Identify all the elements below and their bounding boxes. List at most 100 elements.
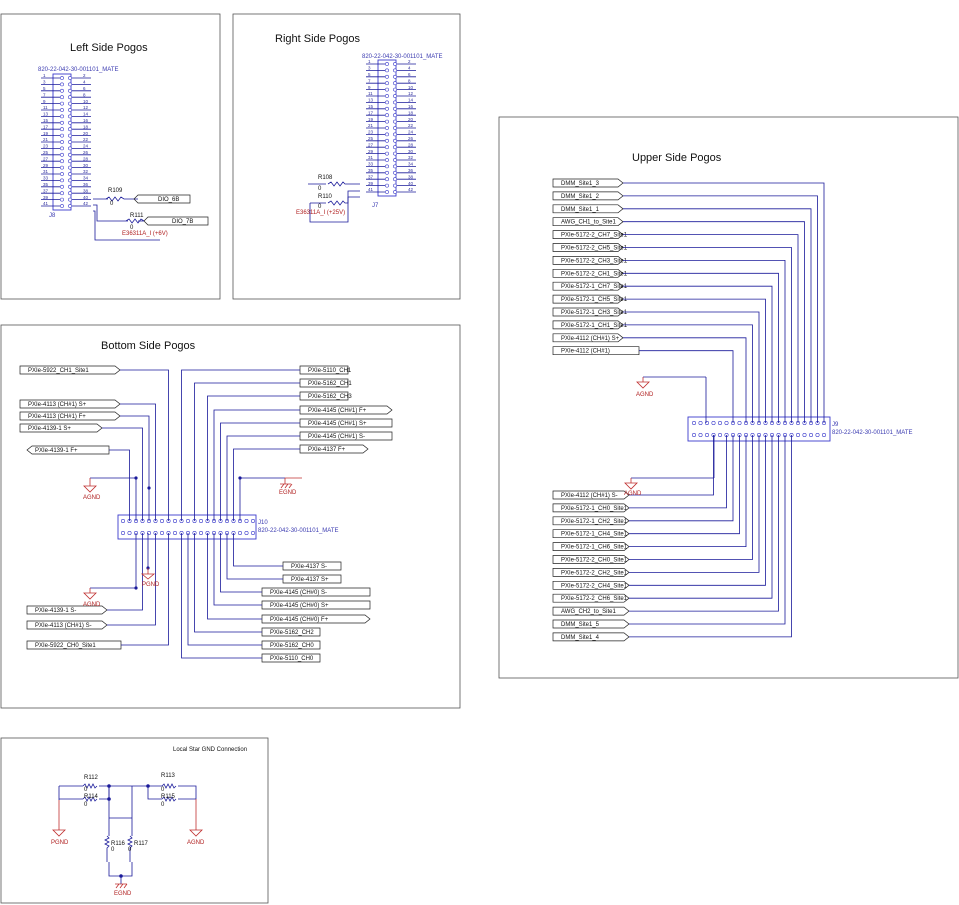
right-pin-5	[385, 74, 389, 79]
upper-net-bottom	[552, 632, 630, 642]
left-side-pogos-sheet: Left Side Pogos 820-22-042-30-001101_MAT…	[0, 13, 221, 300]
left-pin-num: 10	[83, 99, 89, 104]
bottom-net-left-top-text: PXIe-4139-1 S+	[28, 426, 71, 432]
right-pin-18	[393, 113, 397, 118]
r117-label: R117	[134, 841, 149, 847]
left-pin-41	[60, 204, 64, 208]
junction-dot	[238, 476, 242, 480]
left-pin-num: 28	[83, 156, 89, 161]
upper-sheet-title: Upper Side Pogos	[632, 152, 722, 164]
right-pin-num: 38	[408, 174, 414, 179]
upper-wires	[623, 182, 825, 638]
left-pin-15	[60, 120, 64, 125]
upper-net-bottom-text: PXIe-5172-2_CH2_Site1	[561, 570, 628, 576]
right-pin-13	[385, 100, 389, 105]
r108-label: R108	[318, 175, 333, 181]
r111-value: 0	[130, 225, 134, 231]
upper-net-top	[552, 294, 624, 304]
upper-net-bottom	[552, 593, 630, 603]
right-pin-6	[393, 74, 397, 79]
left-pin-num: 26	[83, 150, 89, 155]
right-pin-num: 26	[408, 136, 414, 141]
net-dio6b: DIO_6B	[158, 197, 179, 203]
left-pin-num: 2	[83, 73, 86, 78]
right-pin-num: 40	[408, 181, 414, 186]
left-pin-37	[60, 191, 64, 196]
right-sheet-title: Right Side Pogos	[275, 33, 360, 45]
upper-net-bottom-text: PXIe-4112 (CH#1) S-	[561, 493, 618, 499]
right-supply-net: E36311A_I (+25V)	[296, 210, 345, 216]
left-pin-18	[68, 127, 72, 132]
left-pin-num: 16	[83, 118, 89, 123]
bottom-net-right-bottom-text: PXIe-5110_CH0	[270, 656, 314, 662]
right-pin-num: 12	[408, 91, 414, 96]
left-pin-42	[68, 204, 72, 208]
left-pin-num: 19	[43, 131, 49, 136]
bottom-net-left-bottom-text: PXIe-5922_CH0_Site1	[35, 643, 96, 649]
bottom-net-right-bottom-text: PXIe-5162_CH0	[270, 643, 314, 649]
right-pin-35	[385, 170, 389, 175]
left-pin-num: 18	[83, 124, 89, 129]
left-pin-num: 9	[43, 99, 46, 104]
gnd-sheet-title: Local Star GND Connection	[173, 747, 247, 753]
bottom-net-left-top-text: PXIe-4139-1 F+	[35, 448, 78, 454]
right-pin-num: 25	[368, 136, 374, 141]
junction-dot	[134, 476, 138, 480]
bottom-net-left-bottom	[26, 640, 122, 650]
bottom-net-right-top	[299, 378, 349, 388]
r117-value: 0	[128, 847, 132, 853]
right-pin-14	[393, 100, 397, 105]
gnd-pgnd-symbol: PGND	[51, 800, 69, 846]
left-pin-24	[68, 146, 72, 151]
upper-side-pogos-sheet: Upper Side Pogos J9 820-22-042-30-001101…	[498, 116, 959, 679]
bottom-net-right-top-text: PXIe-5162_CH1	[308, 381, 352, 387]
right-pin-num: 30	[408, 149, 414, 154]
right-pin-8	[393, 81, 397, 86]
bottom-net-right-top-text: PXIe-4145 (CH#1) S-	[308, 434, 365, 440]
r116-value: 0	[111, 847, 115, 853]
bottom-net-right-bottom	[261, 627, 321, 637]
bottom-net-right-top-text: PXIe-4145 (CH#1) F+	[308, 408, 367, 414]
right-pin-33	[385, 164, 389, 169]
left-pin-num: 4	[83, 80, 86, 85]
junction-dot	[146, 784, 150, 788]
bottom-pin-bottom	[173, 530, 178, 535]
right-pin-num: 14	[408, 98, 414, 103]
right-pin-2	[393, 62, 397, 66]
left-pin-num: 22	[83, 137, 89, 142]
upper-net-bottom-text: PXIe-5172-2_CH0_Site1	[561, 558, 628, 564]
left-pin-33	[60, 178, 64, 183]
right-connector-ref: J7	[372, 203, 379, 209]
bottom-net-right-bottom-text: PXIe-4145 (CH#0) F+	[270, 617, 329, 623]
left-pin-12	[68, 108, 72, 112]
bottom-pin-bottom	[251, 530, 256, 535]
right-pin-num: 39	[368, 181, 374, 186]
right-pin-num: 22	[408, 123, 414, 128]
left-supply-net: E36311A_I (+6V)	[122, 231, 168, 237]
right-pin-34	[393, 164, 397, 169]
left-pin-num: 25	[43, 150, 49, 155]
gnd-egnd-symbol: EGND	[114, 883, 132, 897]
right-pin-num: 17	[368, 110, 374, 115]
left-pin-num: 36	[83, 182, 89, 187]
bottom-pin-top	[160, 518, 165, 523]
bottom-egnd-symbol: EGND	[279, 477, 302, 496]
upper-net-top	[552, 217, 624, 227]
left-pin-num: 40	[83, 195, 89, 200]
right-pin-30	[393, 151, 397, 156]
left-pin-4	[68, 82, 72, 87]
r115-value: 0	[161, 802, 165, 808]
bottom-net-left-top	[19, 399, 121, 409]
right-pin-num: 37	[368, 174, 374, 179]
r109-label: R109	[108, 188, 123, 194]
left-pin-14	[68, 114, 72, 119]
left-pin-28	[68, 159, 72, 164]
upper-net-top-text: PXIe-5172-1_CH7_Site1	[561, 284, 628, 290]
upper-net-top	[552, 178, 624, 188]
r108-value: 0	[318, 186, 322, 192]
upper-net-bottom-text: PXIe-5172-1_CH2_Site1	[561, 519, 628, 525]
bottom-pin-top	[199, 518, 204, 523]
bottom-net-right-bottom-text: PXIe-4137 S+	[291, 577, 329, 583]
upper-net-top-text: PXIe-4112 (CH#1) S+	[561, 336, 620, 342]
svg-text:PGND: PGND	[142, 582, 160, 588]
